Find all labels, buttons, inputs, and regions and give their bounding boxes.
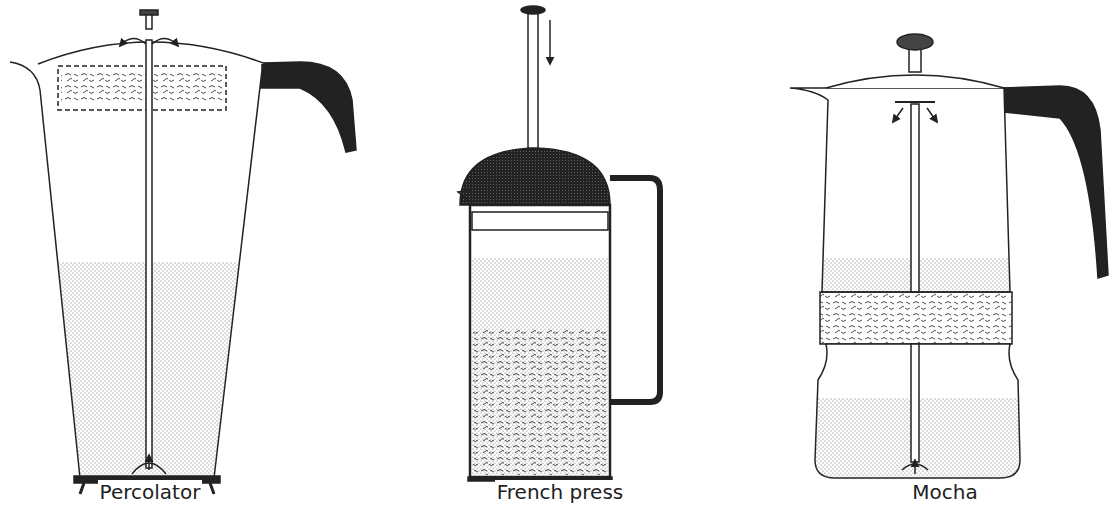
device-label: Percolator [98,480,203,504]
percolator-spray-arrow [152,38,178,46]
mocha-funnel-tube [911,344,919,462]
device-label: French press [495,480,625,504]
percolator-basket [58,66,226,110]
mocha-drawing [790,34,1108,480]
percolator-grounds [61,70,223,102]
percolator-tube [146,40,152,468]
press-lid [460,148,610,205]
mocha-tube-cap [895,101,935,103]
percolator-drawing [10,10,356,494]
percolator-body [10,62,262,478]
device-label: Mocha [910,480,979,504]
mocha-handle [1000,86,1108,278]
press-knob [521,6,545,14]
press-arrow [549,20,551,64]
french-press-drawing [458,6,660,481]
percolator-spray-arrow [120,38,146,46]
percolator-knob-stem [146,15,152,29]
mocha-upper-chamber [790,88,1010,292]
press-grounds [472,330,608,475]
mocha-funnel-arrow [914,460,916,474]
press-filter [472,212,608,230]
mocha-flow-arrow [893,108,903,122]
mocha-filter [820,292,1012,344]
mocha-flow-arrow [927,108,937,122]
mocha-tube [911,104,919,292]
mocha-funnel-foot [902,464,928,470]
press-handle [610,178,660,402]
press-rod [528,12,538,148]
percolator-flow-arrow [148,455,150,470]
press-glass [470,205,610,477]
press-spout [458,190,470,200]
mocha-lid [826,75,1004,88]
mocha-knob [897,34,933,50]
press-liquid [472,258,608,475]
